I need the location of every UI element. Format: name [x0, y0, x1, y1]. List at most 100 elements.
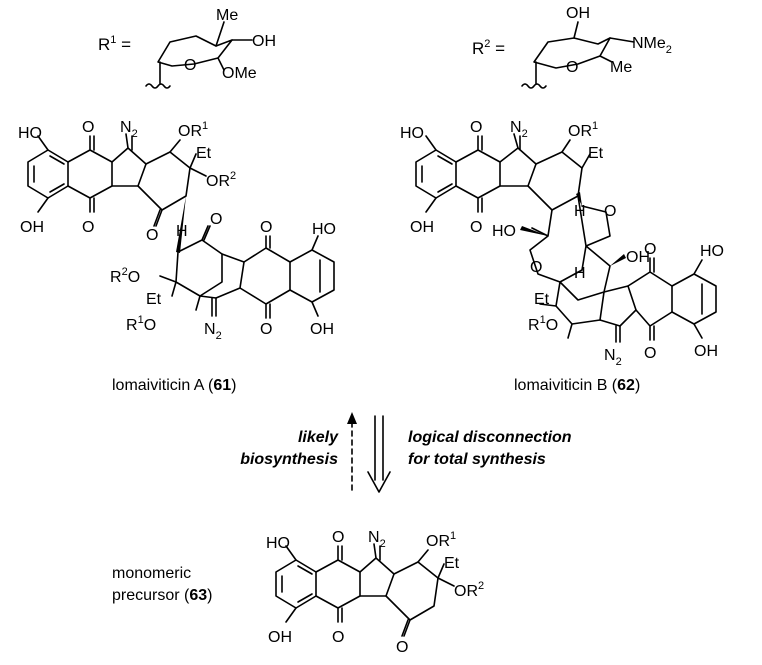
a-n2-2: N2	[204, 321, 222, 342]
c-bonds	[285, 545, 455, 623]
b-lower-aromatic-ring	[671, 259, 717, 339]
a-bridge-wedge	[176, 196, 186, 253]
c-or1: OR1	[426, 530, 456, 550]
a-o-1: O	[82, 119, 94, 136]
a-r2o: R2O	[110, 266, 140, 286]
left-arrow-line2: biosynthesis	[240, 451, 338, 468]
b-upper-cyclohexane	[527, 151, 583, 211]
retrosynthesis-arrows: likely biosynthesis logical disconnectio…	[240, 412, 572, 493]
r2-me: Me	[610, 59, 632, 76]
b-o-1: O	[470, 119, 482, 136]
left-arrow-line1: likely	[298, 429, 339, 446]
a-oh-2: OH	[310, 321, 334, 338]
right-arrow-line2: for total synthesis	[408, 451, 546, 468]
r2-wavy-bond	[521, 83, 547, 89]
r1-sugar-definition: R1 = O Me OH OMe	[98, 7, 276, 89]
r2-ring-oxygen: O	[566, 59, 578, 76]
monomeric-precursor-structure: monomeric precursor (63) HO O N2 OR1 Et …	[112, 529, 484, 656]
a-upper-quinone-ring	[67, 135, 113, 213]
r1-label: R1 =	[98, 34, 131, 54]
b-o-3: O	[644, 241, 656, 258]
a-or2-1: OR2	[206, 170, 236, 190]
a-o-3: O	[146, 227, 158, 244]
b-ho-2: HO	[492, 223, 516, 240]
a-upper-cyclohexanone	[137, 151, 191, 227]
a-r1o: R1O	[126, 314, 156, 334]
b-r1o: R1O	[528, 314, 558, 334]
a-h-1: H	[176, 223, 188, 240]
c-cyclohexanone	[385, 561, 439, 637]
a-ho-1: HO	[18, 125, 42, 142]
a-o-5: O	[260, 219, 272, 236]
c-o-2: O	[332, 629, 344, 646]
b-n2-2: N2	[604, 347, 622, 368]
c-o-3: O	[396, 639, 408, 656]
b-h-1: H	[574, 203, 586, 220]
right-arrow-line1: logical disconnection	[408, 429, 572, 446]
c-ho: HO	[266, 535, 290, 552]
a-upper-bonds	[37, 135, 207, 213]
c-aromatic-ring	[275, 559, 317, 609]
r2-sugar-definition: R2 = O OH NMe2 Me	[472, 5, 672, 89]
b-et-1: Et	[588, 145, 604, 162]
c-n2: N2	[368, 529, 386, 550]
a-upper-cyclopentene	[111, 133, 147, 187]
r2-label: R2 =	[472, 38, 505, 58]
c-et: Et	[444, 555, 460, 572]
r2-sugar-bonds	[535, 21, 635, 85]
r1-oh: OH	[252, 33, 276, 50]
b-lower-cyclopentene	[599, 285, 637, 327]
a-et-2: Et	[146, 291, 162, 308]
retrosynthetic-open-arrow	[367, 415, 391, 493]
a-compound-name: lomaiviticin A (61)	[112, 377, 237, 394]
a-or1-1: OR1	[178, 120, 208, 140]
b-ho-3: HO	[700, 243, 724, 260]
b-o-ring-2: O	[530, 259, 542, 276]
b-oh-3: OH	[694, 343, 718, 360]
b-h-2: H	[574, 265, 586, 282]
r1-me: Me	[216, 7, 238, 24]
r2-nme2: NMe2	[632, 35, 672, 56]
b-upper-bonds	[425, 135, 591, 213]
b-oh-2: OH	[626, 249, 650, 266]
b-upper-aromatic-ring	[415, 149, 457, 199]
b-o-ring-1: O	[604, 203, 616, 220]
c-o-1: O	[332, 529, 344, 546]
lomaiviticin-a-structure: HO O N2 OR1 Et OR2 O OH O H O O HO R2O E…	[18, 119, 336, 394]
a-o-6: O	[260, 321, 272, 338]
b-upper-cyclopentene	[499, 133, 537, 187]
b-o-2: O	[470, 219, 482, 236]
a-o-4: O	[210, 211, 222, 228]
b-lower-bonds	[539, 303, 621, 343]
a-ho-2: HO	[312, 221, 336, 238]
c-quinone-ring	[315, 545, 361, 623]
b-et-2: Et	[534, 291, 550, 308]
c-cyclopentene	[359, 543, 395, 597]
r1-wavy-bond	[145, 83, 171, 89]
b-lower-cyclohexane	[555, 281, 605, 325]
r1-sugar-bonds	[159, 21, 253, 85]
a-upper-aromatic-ring	[27, 149, 69, 199]
lomaiviticin-b-structure: HO O N2 OR1 Et O OH HO H O OH O H O HO E…	[400, 119, 724, 394]
a-lower-aromatic-ring	[289, 235, 335, 317]
biosynthesis-arrowhead	[347, 412, 357, 424]
c-oh: OH	[268, 629, 292, 646]
a-lower-quinone-ring	[239, 235, 291, 319]
b-ho-1: HO	[400, 125, 424, 142]
r2-oh: OH	[566, 5, 590, 22]
a-lower-bonds	[159, 275, 217, 317]
b-oh-1: OH	[410, 219, 434, 236]
r1-ome: OMe	[222, 65, 257, 82]
c-or2: OR2	[454, 580, 484, 600]
b-n2-1: N2	[510, 119, 528, 140]
c-name-line2: precursor (63)	[112, 587, 212, 604]
a-oh-1: OH	[20, 219, 44, 236]
b-lower-quinone-ring	[627, 257, 673, 341]
b-compound-name: lomaiviticin B (62)	[514, 377, 640, 394]
a-et-1: Et	[196, 145, 212, 162]
b-central-cage	[529, 195, 611, 301]
a-o-2: O	[82, 219, 94, 236]
a-n2-1: N2	[120, 119, 138, 140]
b-o-4: O	[644, 345, 656, 362]
